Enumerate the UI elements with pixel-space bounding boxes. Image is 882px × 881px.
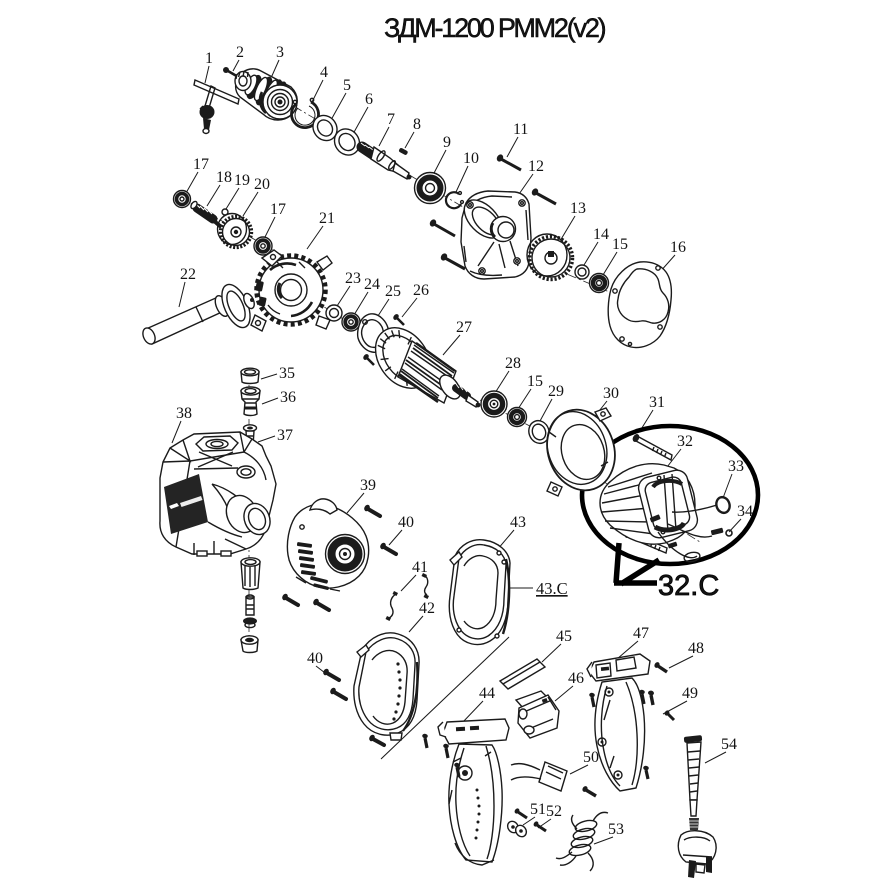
svg-text:23: 23 [345,270,361,287]
svg-text:16: 16 [670,239,686,256]
svg-text:3: 3 [276,44,284,61]
svg-text:10: 10 [463,150,479,167]
svg-text:6: 6 [365,91,373,108]
svg-text:ЗДМ-1200 РММ2(v2): ЗДМ-1200 РММ2(v2) [384,13,606,43]
svg-text:44: 44 [479,685,495,702]
svg-text:9: 9 [443,134,451,151]
svg-text:25: 25 [385,283,401,300]
svg-text:26: 26 [413,282,429,299]
svg-text:36: 36 [280,389,296,406]
svg-text:32.C: 32.C [658,570,719,602]
svg-text:39: 39 [360,477,376,494]
svg-text:49: 49 [682,685,698,702]
svg-text:34: 34 [737,503,753,520]
svg-text:5: 5 [343,77,351,94]
svg-text:35: 35 [279,365,295,382]
svg-text:8: 8 [413,116,421,133]
svg-text:24: 24 [364,276,380,293]
svg-text:51: 51 [530,801,546,818]
svg-text:22: 22 [180,266,196,283]
svg-text:2: 2 [236,44,244,61]
svg-text:54: 54 [721,736,737,753]
svg-text:7: 7 [387,111,395,128]
svg-text:45: 45 [556,628,572,645]
svg-text:38: 38 [176,405,192,422]
svg-text:4: 4 [320,64,328,81]
svg-text:19: 19 [234,172,250,189]
svg-text:31: 31 [649,394,665,411]
svg-text:41: 41 [412,559,428,576]
svg-text:33: 33 [728,458,744,475]
svg-text:32: 32 [677,433,693,450]
svg-text:15: 15 [527,373,543,390]
svg-text:46: 46 [568,670,584,687]
svg-text:52: 52 [546,803,562,820]
svg-text:1: 1 [205,50,213,67]
svg-text:12: 12 [528,158,544,175]
svg-text:42: 42 [419,600,435,617]
svg-text:20: 20 [254,176,270,193]
svg-text:48: 48 [688,640,704,657]
svg-text:40: 40 [307,650,323,667]
svg-text:17: 17 [270,201,286,218]
svg-text:27: 27 [456,319,472,336]
svg-text:11: 11 [513,121,528,138]
svg-text:47: 47 [633,625,649,642]
svg-text:30: 30 [603,385,619,402]
svg-text:43.C: 43.C [536,579,568,598]
svg-text:28: 28 [505,355,521,372]
svg-text:50: 50 [583,749,599,766]
svg-text:40: 40 [398,514,414,531]
svg-text:53: 53 [608,821,624,838]
svg-text:43: 43 [510,514,526,531]
svg-text:37: 37 [277,427,293,444]
svg-text:29: 29 [548,383,564,400]
svg-text:18: 18 [216,169,232,186]
svg-text:17: 17 [193,156,209,173]
svg-text:14: 14 [593,226,609,243]
svg-text:13: 13 [570,200,586,217]
svg-text:21: 21 [319,210,335,227]
svg-text:15: 15 [612,236,628,253]
